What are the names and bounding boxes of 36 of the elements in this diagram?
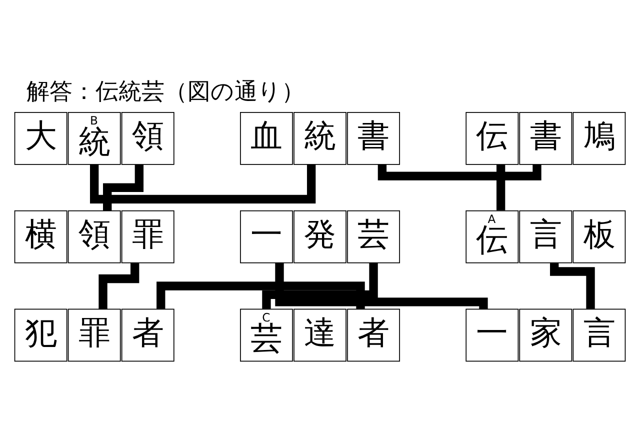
node-box: 罪 (121, 210, 174, 263)
node-box: 領 (121, 111, 174, 164)
node-box: 言 (572, 308, 626, 362)
node-box: A 伝 (466, 210, 519, 263)
node-box: 罪 (68, 308, 121, 362)
connector (156, 281, 365, 308)
node-box: 書 (519, 111, 572, 164)
node-box: 書 (347, 111, 400, 164)
node-box: 芸 (347, 210, 400, 263)
node-box: 者 (121, 308, 174, 362)
node-box: 者 (347, 308, 400, 362)
node-box: 達 (294, 308, 346, 362)
connector (378, 164, 542, 180)
node-box: 横 (14, 210, 68, 263)
connector (103, 164, 144, 210)
node-box: 鳩 (572, 111, 626, 164)
node-box: B 統 (68, 111, 121, 164)
connector (98, 262, 140, 308)
node-box: 言 (519, 210, 572, 263)
connector (275, 262, 488, 308)
connector (550, 262, 595, 308)
node-box: 一 (240, 210, 293, 263)
node-box: 発 (294, 210, 346, 263)
node-box: 板 (572, 210, 626, 263)
connector (496, 164, 506, 210)
node-box: 領 (68, 210, 121, 263)
diagram-title: 解答：伝統芸（図の通り） (26, 78, 304, 105)
node-box: 血 (240, 111, 293, 164)
node-box: 家 (519, 308, 572, 362)
node-box: C 芸 (240, 308, 293, 362)
node-box: 統 (294, 111, 346, 164)
node-box: 犯 (14, 308, 68, 362)
node-box: 大 (14, 111, 68, 164)
connector (262, 262, 378, 308)
node-box: 伝 (466, 111, 519, 164)
node-box: 一 (466, 308, 519, 362)
